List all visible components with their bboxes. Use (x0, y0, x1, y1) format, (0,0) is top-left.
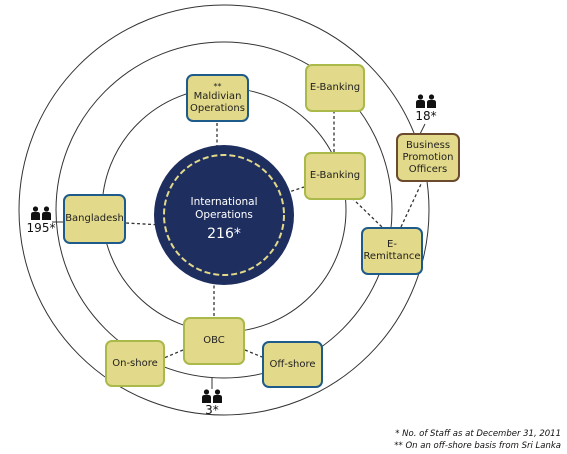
node-e-banking-inner: E-Banking (304, 152, 366, 200)
node-on-shore: On-shore (105, 340, 165, 387)
node-label: OBC (203, 335, 225, 346)
outer-ring (18, 4, 430, 416)
center-dashed-ring (163, 154, 285, 276)
node-label: Business (405, 139, 451, 151)
node-label: Operations (190, 102, 245, 114)
node-label: Promotion (402, 151, 454, 163)
node-label: Bangladesh (65, 213, 124, 224)
node-obc: OBC (183, 317, 245, 365)
center-circle (154, 145, 294, 285)
node-label: E-Banking (309, 82, 361, 93)
footnote-offshore: ** On an off-shore basis from Sri Lanka (394, 441, 561, 451)
people-icon (416, 94, 436, 108)
node-label: Off-shore (269, 358, 316, 370)
staff-count-bangladesh: 195* (26, 221, 56, 235)
node-business-promotion-officers: Business Promotion Officers (396, 133, 460, 182)
people-icon (31, 206, 51, 220)
node-maldivian-operations: ** Maldivian Operations (186, 74, 249, 122)
node-e-remittance: E-Remittance (361, 227, 423, 275)
node-label: E-Banking (309, 170, 361, 181)
node-label: Officers (408, 163, 448, 175)
people-icon (202, 389, 222, 403)
connector-ebanking-eremittance (351, 197, 383, 228)
node-e-banking-outer: E-Banking (305, 64, 365, 112)
node-bangladesh: Bangladesh (63, 194, 126, 244)
center-count: 216* (207, 226, 241, 242)
staff-count-bottom: 3* (205, 403, 219, 417)
footnote-staff-date: * No. of Staff as at December 31, 2011 (395, 429, 561, 439)
middle-ring (55, 41, 393, 379)
connector-eremittance-bpo (400, 181, 423, 228)
node-label: On-shore (112, 357, 158, 369)
leader-bpo (419, 123, 426, 135)
node-label: ** (213, 81, 222, 91)
staff-count-bpo: 18* (415, 109, 437, 123)
node-off-shore: Off-shore (262, 341, 323, 388)
node-label: E-Remittance (363, 239, 421, 262)
connector-obc-onshore (163, 349, 184, 359)
center-title: International Operations (190, 196, 258, 221)
connector-obc-offshore (244, 349, 263, 358)
node-label: Maldivian (193, 90, 242, 102)
